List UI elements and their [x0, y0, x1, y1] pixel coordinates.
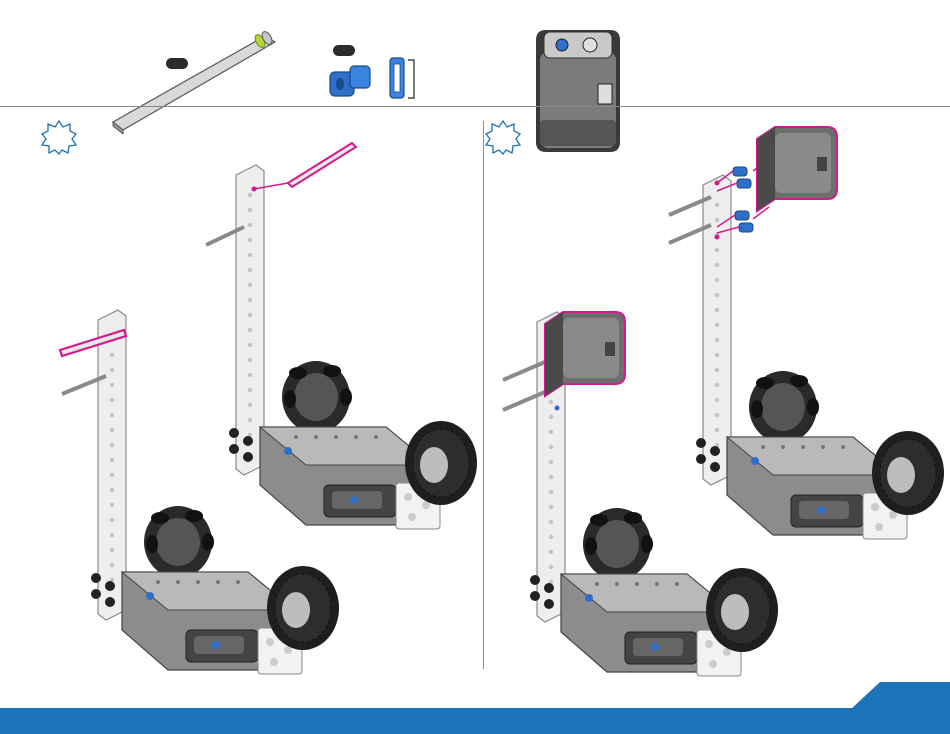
step-1-assembly-front	[98, 310, 358, 710]
page-corner-tab	[850, 682, 950, 712]
smart-motor-part-icon	[530, 24, 630, 154]
shaft-part-icon	[105, 30, 285, 140]
collar-qty-badge	[333, 45, 355, 56]
step-1-badge-icon	[42, 120, 76, 154]
footer-bar	[0, 708, 950, 734]
step-2-badge-icon	[486, 120, 520, 154]
parts-divider	[0, 106, 950, 107]
step-2-assembly-front	[537, 312, 797, 712]
shaft-collar-part-icon	[328, 56, 428, 116]
